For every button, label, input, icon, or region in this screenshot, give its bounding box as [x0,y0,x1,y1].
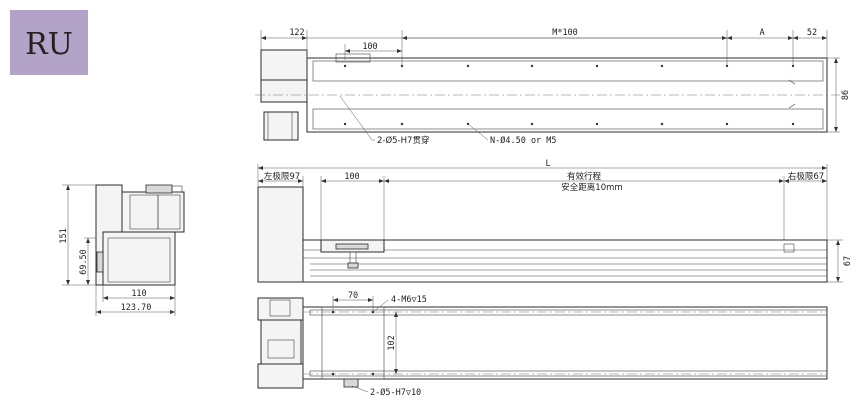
front-dim-height: 67 [843,256,853,266]
bottom-view: 70 4-M6▽15 102 2-Ø5-H7▽10 [257,291,828,398]
effective-stroke-label: 有效行程 [567,171,602,182]
bottom-dim-pitch: 70 [348,291,358,301]
note-dowel-pins: 2-Ø5-H7▽10 [370,387,421,398]
top-dim-pitch: 100 [362,42,377,52]
front-dim-pitch: 100 [344,172,359,182]
side-dim-inner-width: 110 [131,289,146,299]
note-mount-holes: N-Ø4.50 or M5 [490,135,557,146]
side-dim-height: 151 [59,228,69,243]
top-dim-height: 86 [841,90,851,100]
right-limit-label: 右极限67 [788,171,824,182]
bottom-dim-width: 102 [387,335,397,350]
note-tapped-holes: 4-M6▽15 [391,295,427,305]
top-view: 122 M*100 A 52 100 86 2-Ø5-H7贯穿 N-Ø4.50 … [255,28,851,146]
safe-distance-label: 安全距离10mm [561,182,622,193]
top-dim-a: A [759,28,764,38]
side-view: 151 69.50 110 123.70 [59,184,185,316]
series-badge: RU [10,10,88,75]
front-dim-length: L [545,159,550,169]
top-dim-right: 52 [807,28,817,38]
note-through-holes: 2-Ø5-H7贯穿 [377,135,429,146]
left-limit-label: 左极限97 [264,171,300,182]
top-dim-left: 122 [289,28,304,38]
top-dim-middle: M*100 [552,28,578,38]
side-dim-outer-width: 123.70 [121,303,152,313]
side-dim-axis: 69.50 [79,249,89,275]
badge-label: RU [25,27,73,62]
front-view: L 左极限97 100 有效行程 安全距离10mm 右极限67 [257,159,853,283]
